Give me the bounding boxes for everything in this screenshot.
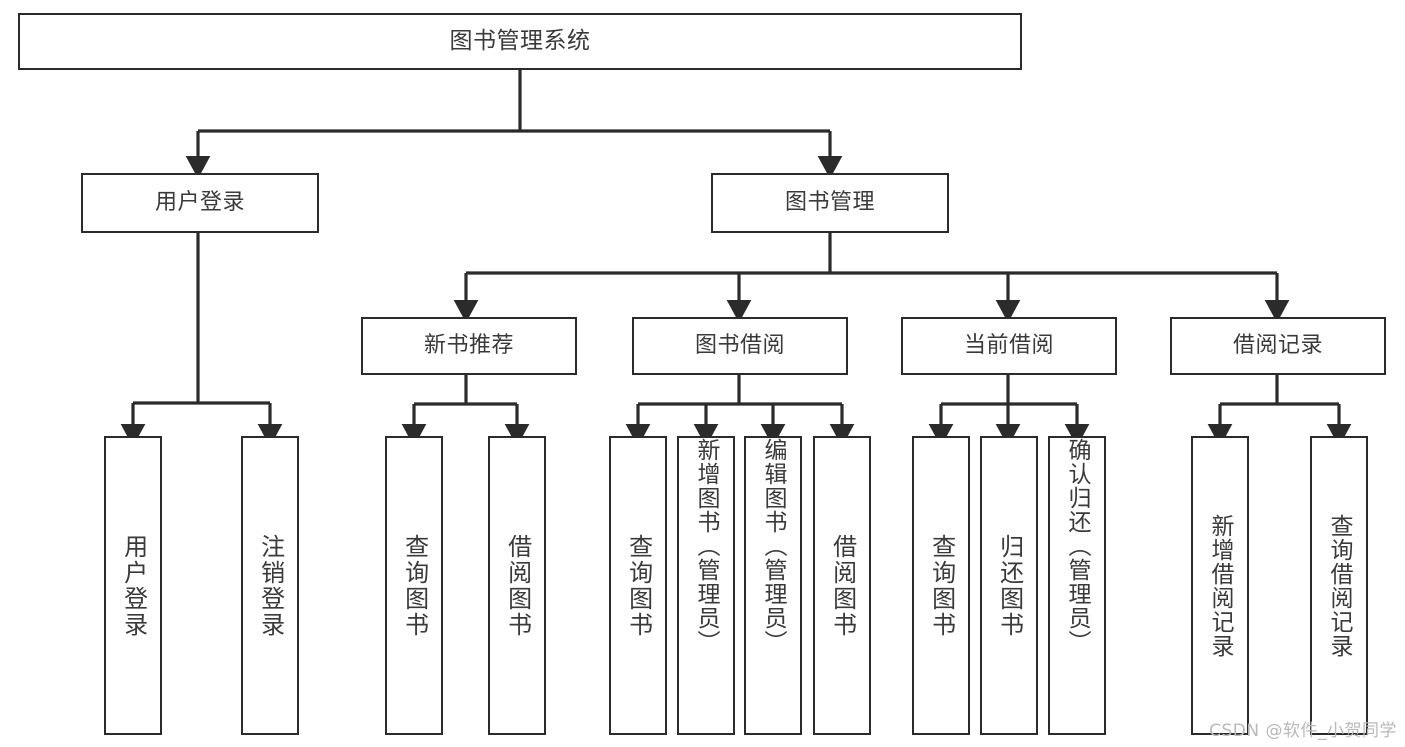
- node-label: 归还图书: [995, 533, 1024, 638]
- node-label: 借阅记录: [1232, 333, 1323, 359]
- node-label: 查询图书: [624, 533, 653, 638]
- node-label: 新增图书（管理员）: [693, 438, 720, 654]
- leaf-query-borrow-record[interactable]: 查询借阅记录: [1310, 436, 1368, 735]
- node-label: 借阅图书: [828, 533, 857, 638]
- leaf-query-book-1[interactable]: 查询图书: [385, 436, 443, 735]
- node-label: 当前借阅: [963, 333, 1054, 359]
- node-book-borrow[interactable]: 图书借阅: [632, 317, 848, 375]
- leaf-add-borrow-record[interactable]: 新增借阅记录: [1191, 436, 1249, 735]
- leaf-edit-book-admin[interactable]: 编辑图书（管理员）: [744, 436, 802, 735]
- node-label: 用户登录: [119, 533, 148, 638]
- leaf-borrow-book-2[interactable]: 借阅图书: [813, 436, 871, 735]
- leaf-logout-login[interactable]: 注销登录: [241, 436, 299, 735]
- leaf-confirm-return-admin[interactable]: 确认归还（管理员）: [1048, 436, 1106, 735]
- node-new-book-recommend[interactable]: 新书推荐: [361, 317, 577, 375]
- node-label: 查询图书: [400, 533, 429, 638]
- node-label: 查询借阅记录: [1326, 513, 1353, 658]
- node-book-management[interactable]: 图书管理: [711, 173, 949, 233]
- node-label: 编辑图书（管理员）: [760, 438, 787, 654]
- leaf-borrow-book-1[interactable]: 借阅图书: [488, 436, 546, 735]
- node-label: 图书管理系统: [449, 27, 591, 54]
- node-label: 图书借阅: [694, 333, 785, 359]
- node-label: 新增借阅记录: [1207, 513, 1234, 658]
- node-label: 确认归还（管理员）: [1064, 438, 1091, 654]
- leaf-query-book-3[interactable]: 查询图书: [912, 436, 970, 735]
- node-label: 用户登录: [154, 190, 245, 216]
- leaf-query-book-2[interactable]: 查询图书: [609, 436, 667, 735]
- node-label: 借阅图书: [503, 533, 532, 638]
- leaf-return-book[interactable]: 归还图书: [980, 436, 1038, 735]
- node-label: 查询图书: [927, 533, 956, 638]
- node-current-borrow[interactable]: 当前借阅: [901, 317, 1117, 375]
- node-label: 注销登录: [256, 533, 285, 638]
- node-root-system[interactable]: 图书管理系统: [18, 13, 1022, 70]
- watermark-text: CSDN @软件_小贺同学: [1209, 721, 1397, 741]
- node-label: 图书管理: [784, 190, 875, 216]
- leaf-user-login[interactable]: 用户登录: [104, 436, 162, 735]
- leaf-add-book-admin[interactable]: 新增图书（管理员）: [677, 436, 735, 735]
- node-user-login[interactable]: 用户登录: [81, 173, 319, 233]
- node-label: 新书推荐: [423, 333, 514, 359]
- node-borrow-record[interactable]: 借阅记录: [1170, 317, 1386, 375]
